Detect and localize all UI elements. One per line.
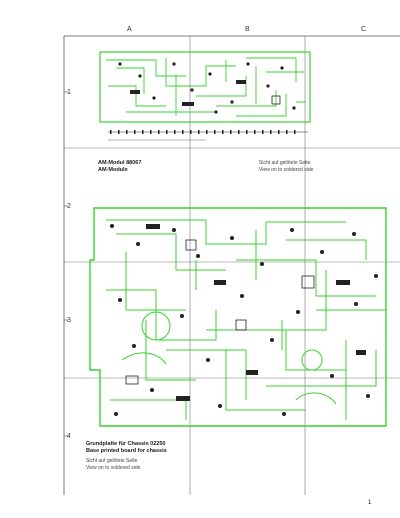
chassis-caption: Grundplatte für Chassis 02250 Base print…	[86, 441, 167, 472]
column-label-a: A	[127, 26, 132, 33]
column-label-b: B	[245, 26, 250, 33]
chassis-view-de: Sicht auf gelötete Seite	[86, 458, 138, 464]
chassis-title-en: Base printed board for chassis	[86, 448, 167, 454]
row-label-4: 4	[67, 433, 71, 440]
am-module-pcb	[99, 51, 311, 141]
am-module-title-de: AM-Modul 88067	[98, 160, 142, 166]
am-module-view-de: Sicht auf gelötete Seite	[259, 160, 311, 166]
column-label-c: C	[361, 26, 367, 33]
am-module-view-en: View on to soldered side	[259, 167, 314, 173]
am-module-view-caption: Sicht auf gelötete Seite View on to sold…	[259, 160, 313, 174]
am-module-caption: AM-Modul 88067 AM-Module	[98, 160, 141, 174]
row-label-1: 1	[67, 89, 71, 96]
am-module-title-en: AM-Module	[98, 167, 128, 173]
chassis-title-de: Grundplatte für Chassis 02250	[86, 441, 166, 447]
row-label-3: 3	[67, 317, 71, 324]
chassis-pcb	[89, 207, 387, 427]
row-label-2: 2	[67, 203, 71, 210]
chassis-view-en: View on to soldered side	[86, 465, 141, 471]
page-number: 1	[368, 500, 372, 506]
